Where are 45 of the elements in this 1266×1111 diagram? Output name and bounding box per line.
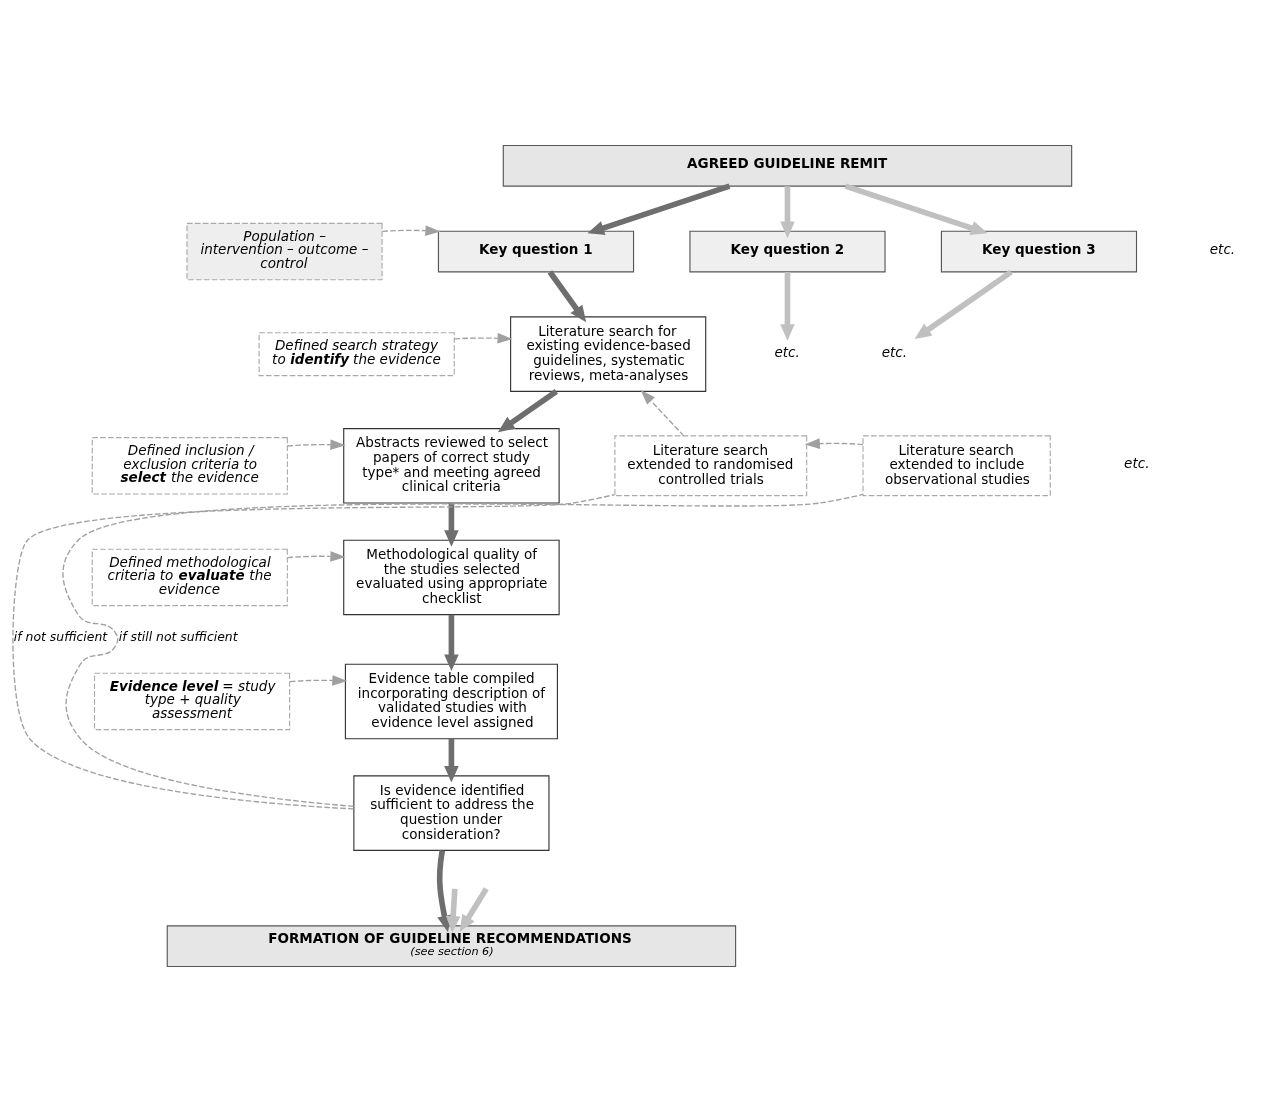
connector	[62, 493, 864, 807]
node-text: etc.	[881, 343, 907, 360]
arrow	[780, 185, 795, 238]
arrow	[453, 332, 513, 344]
node-box: Defined search strategy to identify the evidence	[258, 331, 455, 376]
node-box: Population – intervention – outcome – control	[186, 222, 383, 280]
edge-label: if still not sufficient	[118, 628, 238, 644]
arrow	[804, 437, 864, 449]
node-box: Key question 2	[689, 230, 886, 272]
arrow	[640, 389, 685, 436]
arrow	[914, 269, 1013, 339]
arrow	[497, 388, 559, 432]
arrow	[459, 886, 489, 932]
arrow	[444, 738, 459, 783]
node-box: Literature search for existing evidence-based guidelines, systematic reviews, meta-analyses	[510, 315, 707, 392]
node-box: Evidence table compiled incorporating description of validated studies with evidence level assigned	[344, 663, 558, 739]
node-box: AGREED GUIDELINE REMIT	[502, 144, 1073, 187]
node-box: Is evidence identified sufficient to address the question under consideration?	[353, 774, 550, 851]
node-box: Literature search extended to include observational studies	[862, 434, 1051, 496]
node-box: Key question 1	[437, 230, 635, 272]
arrow	[844, 183, 988, 235]
node-box: Defined inclusion / exclusion criteria to select the evidence	[91, 436, 288, 495]
arrow	[436, 849, 452, 932]
node-box: Methodological quality of the studies selected evaluated using appropriate checklist	[343, 539, 560, 615]
node-box: Key question 3	[940, 230, 1138, 272]
node-box: Abstracts reviewed to select papers of correct study type* and meeting agreed clinical criteria	[343, 427, 560, 504]
arrow	[289, 674, 348, 686]
arrow	[286, 438, 346, 450]
node-box: Literature search extended to randomised controlled trials	[614, 434, 808, 496]
node-box: FORMATION OF GUIDELINE RECOMMENDATIONS (see section 6)	[166, 924, 737, 967]
node-box: Defined methodological criteria to evaluate the evidence	[91, 548, 288, 606]
connector	[12, 493, 616, 810]
arrow	[547, 269, 587, 322]
node-text: etc.	[774, 343, 800, 360]
node-box: Evidence level = study type + quality assessment	[93, 672, 291, 730]
arrow	[780, 271, 795, 341]
arrow	[587, 183, 731, 235]
arrow	[444, 502, 459, 547]
arrow	[437, 888, 461, 933]
arrow	[444, 614, 459, 671]
arrow	[286, 550, 346, 562]
edge-label: if not sufficient	[13, 628, 108, 644]
label: etc.	[1124, 454, 1150, 471]
arrow	[381, 224, 441, 236]
label: etc.	[1209, 240, 1236, 257]
